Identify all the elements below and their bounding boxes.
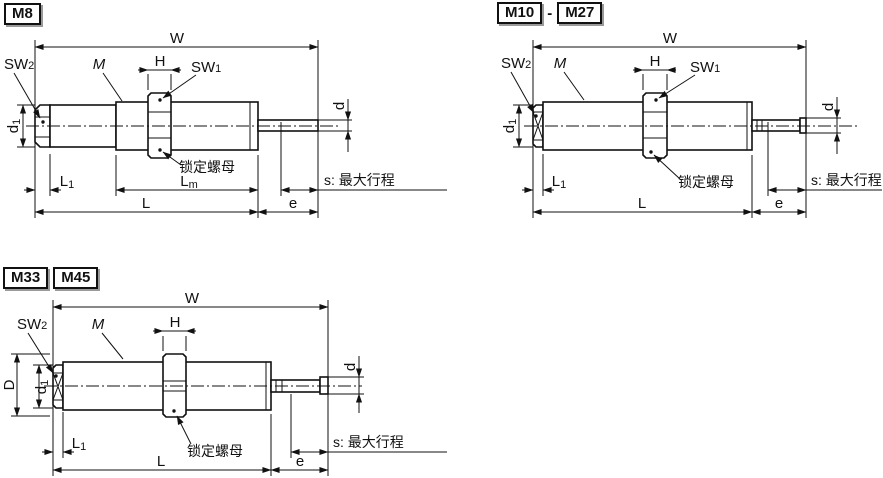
drawing-m8: W H d1 d L1 bbox=[4, 30, 447, 218]
dim-label-lm: Lm bbox=[180, 173, 198, 191]
m8-absorber-body bbox=[26, 92, 340, 159]
wrench-label-sw1: SW1 bbox=[690, 59, 720, 76]
m33-callouts: SW2 M 锁定螺母 bbox=[17, 316, 243, 459]
dim-label-l: L bbox=[142, 195, 150, 212]
m33-lock-nut-collar bbox=[162, 353, 187, 418]
dim-label-l1: L1 bbox=[552, 173, 566, 191]
wrench-label-sw2: SW2 bbox=[17, 316, 47, 333]
dim-label-d: d bbox=[342, 363, 359, 371]
dim-label-l: L bbox=[157, 453, 165, 470]
size-badge-m27: M27 bbox=[557, 2, 603, 24]
m10-piston-rod bbox=[751, 119, 801, 132]
lock-nut-label: 锁定螺母 bbox=[187, 443, 243, 459]
badge-row-m10-m27: M10 - M27 bbox=[497, 2, 603, 24]
m8-callouts: SW2 M SW1 锁定螺母 bbox=[4, 56, 235, 175]
dim-label-d1: d1 bbox=[5, 119, 23, 133]
m10-lock-nut bbox=[642, 92, 668, 159]
wrench-label-sw2: SW2 bbox=[501, 55, 531, 72]
dim-label-d: d bbox=[820, 103, 837, 111]
wrench-label-sw1: SW1 bbox=[191, 59, 221, 76]
thread-label-m: M bbox=[554, 55, 567, 72]
badge-separator: - bbox=[547, 4, 553, 22]
dim-label-l1: L1 bbox=[60, 173, 74, 191]
dim-label-d: d bbox=[331, 102, 348, 110]
stroke-note: s: 最大行程 bbox=[811, 172, 882, 188]
dim-label-w: W bbox=[185, 290, 200, 307]
thread-label-m: M bbox=[92, 316, 105, 333]
size-badge-m33: M33 bbox=[3, 267, 49, 289]
m8-piston-rod bbox=[257, 119, 319, 132]
m8-dimensions: W H d1 d L1 bbox=[5, 30, 447, 218]
dim-label-w: W bbox=[663, 30, 678, 47]
dim-label-h: H bbox=[155, 53, 166, 70]
drawing-m33-m45: W H D d1 d bbox=[1, 290, 447, 476]
m8-lock-nut bbox=[147, 92, 172, 159]
m33-absorber-body bbox=[44, 353, 362, 418]
drawing-m10-m27: W H d1 d L1 bbox=[501, 30, 882, 218]
dim-label-w: W bbox=[170, 30, 185, 47]
m33-dimensions: W H D d1 d bbox=[1, 290, 447, 476]
dim-label-d1: d1 bbox=[501, 119, 519, 133]
dim-label-l: L bbox=[638, 195, 646, 212]
stroke-note: s: 最大行程 bbox=[324, 172, 395, 188]
m10-dimensions: W H d1 d L1 bbox=[501, 30, 882, 218]
m10-rod-tip bbox=[799, 117, 807, 134]
dim-label-d1: d1 bbox=[33, 380, 51, 394]
wrench-label-sw2: SW2 bbox=[4, 56, 34, 73]
dim-label-l1: L1 bbox=[72, 435, 86, 453]
lock-nut-label: 锁定螺母 bbox=[678, 174, 734, 190]
size-badge-m8: M8 bbox=[4, 3, 41, 25]
badge-row-m8: M8 bbox=[4, 3, 41, 25]
thread-label-m: M bbox=[93, 56, 106, 73]
m33-rod-tip bbox=[319, 376, 329, 395]
dim-label-big-d: D bbox=[1, 379, 18, 390]
size-badge-m45: M45 bbox=[53, 267, 99, 289]
badge-row-m33-m45: M33 M45 bbox=[3, 267, 99, 289]
dim-label-e: e bbox=[775, 195, 783, 212]
stroke-note: s: 最大行程 bbox=[333, 434, 404, 450]
lock-nut-label: 锁定螺母 bbox=[179, 159, 235, 175]
dim-label-e: e bbox=[296, 453, 304, 470]
m10-callouts: SW2 M SW1 锁定螺母 bbox=[501, 55, 734, 190]
m10-absorber-body bbox=[524, 92, 858, 159]
dim-label-h: H bbox=[650, 53, 661, 70]
dim-label-h: H bbox=[170, 314, 181, 331]
size-badge-m10: M10 bbox=[497, 2, 543, 24]
dim-label-e: e bbox=[289, 195, 297, 212]
